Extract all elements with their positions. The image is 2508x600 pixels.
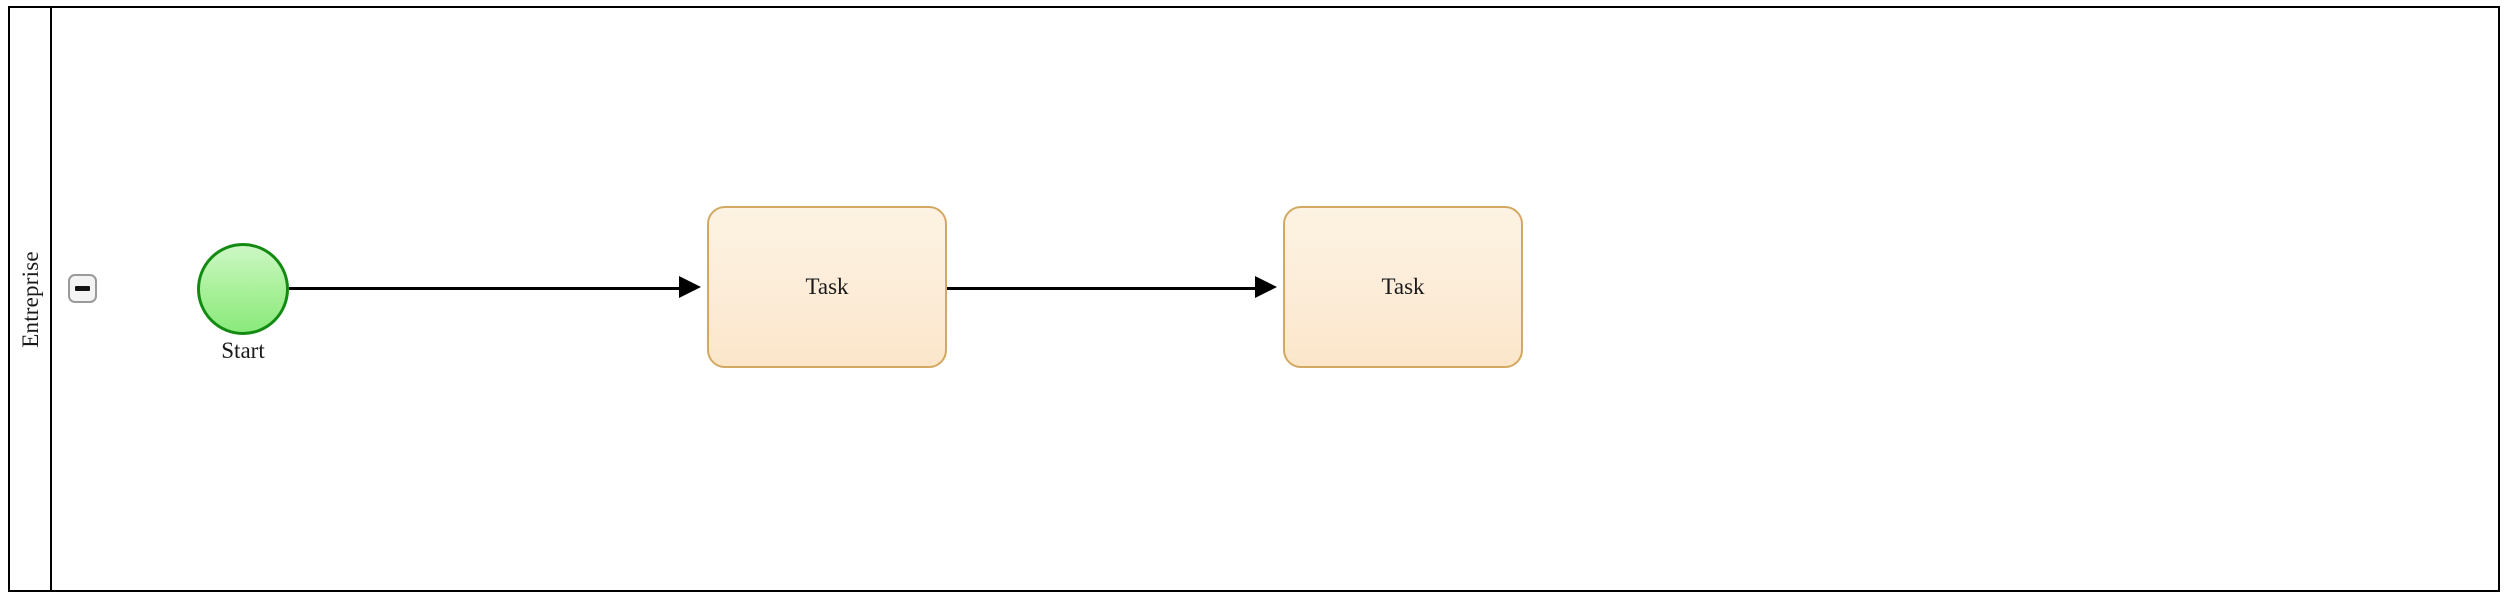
task-label: Task (805, 274, 849, 299)
start-event-node[interactable] (197, 243, 289, 335)
lane-title: Entreprise (17, 250, 43, 348)
task-node-1[interactable]: Task (707, 206, 947, 368)
pool-entreprise[interactable]: Entreprise Start Task Task (8, 6, 2500, 592)
task-label: Task (1381, 274, 1425, 299)
task-node-2[interactable]: Task (1283, 206, 1523, 368)
minus-icon (75, 286, 90, 291)
arrowhead-icon (1255, 276, 1277, 298)
start-event-label: Start (221, 338, 265, 363)
lane-body: Start Task Task (52, 8, 2498, 590)
collapse-toggle-button[interactable] (68, 274, 97, 303)
arrowhead-icon (679, 276, 701, 298)
sequence-flow-start-to-task1[interactable] (289, 287, 679, 290)
lane-header-band[interactable]: Entreprise (10, 8, 52, 590)
sequence-flow-task1-to-task2[interactable] (947, 287, 1255, 290)
